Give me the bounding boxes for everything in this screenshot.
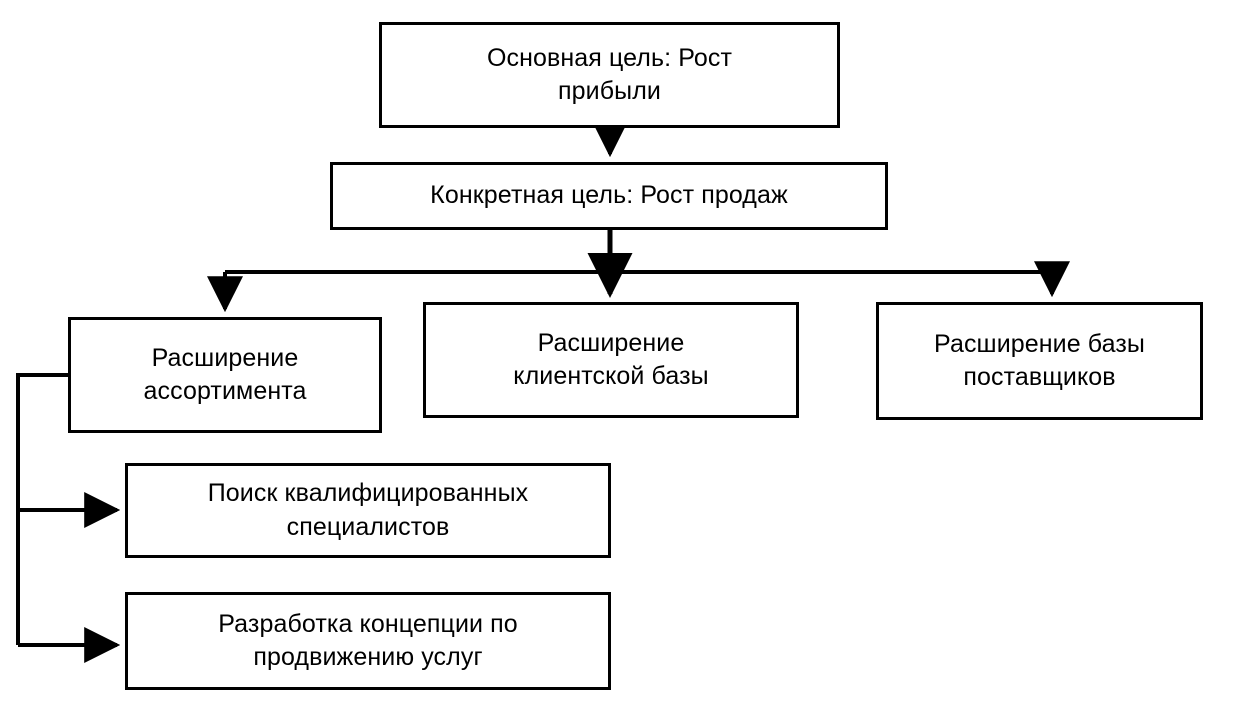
node-specialists-label: Поиск квалифицированных специалистов: [207, 479, 529, 541]
edge-assortment-spine: [16, 373, 68, 645]
node-client-base-label: Расширение клиентской базы: [513, 328, 709, 391]
node-client-base[interactable]: Расширение клиентской базы: [423, 302, 799, 418]
node-promo-concept[interactable]: Разработка концепции по продвижению услу…: [125, 592, 611, 690]
node-assortment[interactable]: Расширение ассортимента: [68, 317, 382, 433]
node-main-goal[interactable]: Основная цель: Рост прибыли: [379, 22, 840, 128]
node-supplier-base[interactable]: Расширение базы поставщиков: [876, 302, 1203, 420]
node-supplier-base-label: Расширение базы поставщиков: [934, 329, 1145, 392]
node-promo-concept-label: Разработка концепции по продвижению услу…: [218, 609, 518, 672]
node-specific-goal-label: Конкретная цель: Рост продаж: [430, 181, 788, 210]
node-specialists[interactable]: Поиск квалифицированных специалистов: [125, 463, 611, 558]
node-main-goal-label: Основная цель: Рост прибыли: [486, 43, 733, 106]
node-specific-goal[interactable]: Конкретная цель: Рост продаж: [330, 162, 888, 230]
node-assortment-label: Расширение ассортимента: [143, 343, 307, 406]
